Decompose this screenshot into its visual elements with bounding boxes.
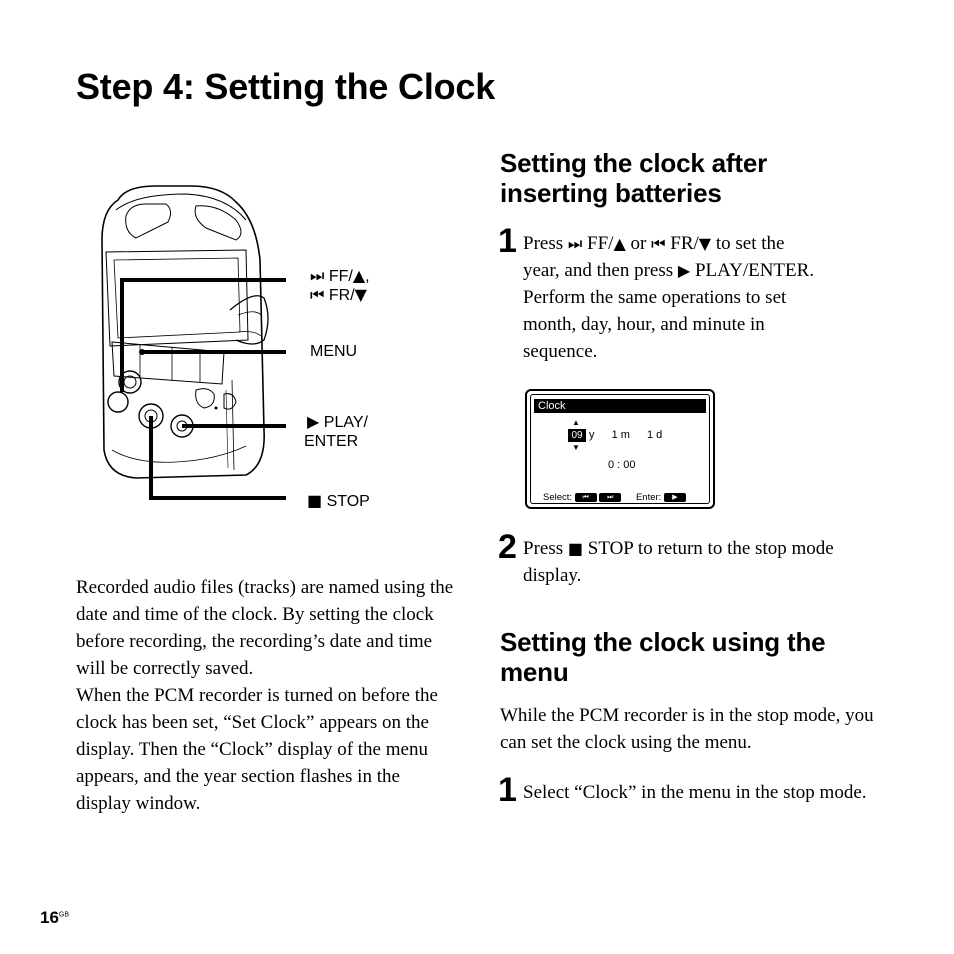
up-arrow-icon: ▲ [352,266,366,285]
up-arrow-icon: ▲ [613,234,626,253]
lcd-time: 0 : 00 [608,459,636,471]
label-menu: MENU [310,343,358,360]
play-icon: ▶ [307,412,320,431]
recorder-body-outline [101,185,265,479]
recorder-diagram [101,185,286,500]
section1-step2-number: 2 [498,528,517,566]
label-stop: ■ STOP [307,491,370,510]
page-number: 16GB [40,908,70,927]
stop-icon: ■ [307,491,323,510]
label-enter: ENTER [304,433,359,450]
clock-lcd-display: Clock ▲ 09 ▼ y 1 m 1 d 0 : 00 Select: ⏮ … [525,389,715,509]
page-title: Step 4: Setting the Clock [76,66,496,107]
lcd-up-arrow-icon: ▲ [572,418,580,427]
section2-paragraph: While the PCM recorder is in the stop mo… [500,705,874,753]
lcd-year-field: 09 [568,429,586,442]
lcd-footer: Select: ⏮ ⏭ Enter: ▶ [543,492,686,503]
label-fr: ⏮ FR/▼ [310,285,367,304]
intro-paragraph-1: Recorded audio files (tracks) are named … [76,577,454,679]
label-ff: ⏭ FF/▲, [310,266,370,285]
down-arrow-icon: ▼ [698,234,712,253]
intro-paragraph-2: When the PCM recorder is turned on befor… [76,685,438,814]
section2-heading: Setting the clock using the menu [500,627,826,687]
section2-step1-text: Select “Clock” in the menu in the stop m… [523,782,867,803]
label-play: ▶ PLAY/ [307,412,368,431]
section2-step1-number: 1 [498,771,517,809]
section1-heading: Setting the clock after inserting batter… [500,148,768,208]
ff-fr-button [118,370,142,394]
clock-lcd-inner: Clock ▲ 09 ▼ y 1 m 1 d 0 : 00 Select: ⏮ … [530,394,710,504]
recorder-top-edge [115,193,247,221]
lcd-prev-icon: ⏮ [574,492,597,502]
lcd-date-row: y 1 m 1 d [589,429,663,441]
down-arrow-icon: ▼ [354,285,367,304]
jog-switch [229,295,269,345]
section1-step1-number: 1 [498,222,517,260]
lcd-play-icon: ▶ [663,492,686,502]
lcd-next-icon: ⏭ [599,492,622,502]
callout-ff-fr [120,278,286,392]
recorder-screen-outline [105,249,249,347]
next-track-icon: ⏭ [310,266,325,285]
lcd-title-bar: Clock [534,399,706,413]
play-icon: ▶ [677,261,691,280]
stop-icon: ■ [567,539,583,558]
section1-step1-text: Press ⏭ FF/▲ or ⏮ FR/▼ to set the year, … [523,233,815,362]
callout-stop [149,416,286,500]
intro-section: Recorded audio files (tracks) are named … [76,574,456,817]
prev-track-icon: ⏮ [310,285,325,304]
lcd-down-arrow-icon: ▼ [572,443,580,452]
section1-step2-text: Press ■ STOP to return to the stop mode … [523,538,834,586]
prev-track-icon: ⏮ [651,234,666,253]
next-track-icon: ⏭ [567,234,583,253]
